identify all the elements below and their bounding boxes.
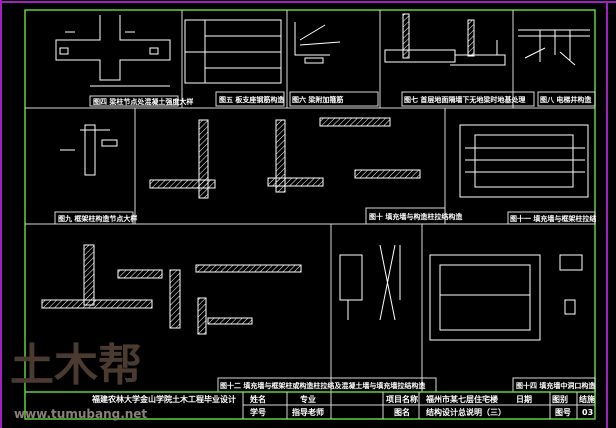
detail-fig9: 图九 框架柱构造节点大样	[54, 124, 137, 225]
caption-fig14: 图十四 填充墙中洞口构造	[516, 381, 596, 390]
caption-fig8: 图八 电梯井构造	[540, 95, 592, 104]
caption-fig11: 图十一 填充墙与框架柱拉结	[510, 214, 596, 223]
category-label: 图别	[552, 395, 568, 404]
detail-fig10: 图十 填充墙与构造柱拉结构造	[149, 117, 463, 225]
caption-fig4: 图四 梁柱节点处混凝土强度大样	[93, 97, 193, 106]
caption-fig6: 图六 梁附加箍筋	[292, 95, 343, 104]
caption-fig7: 图七 首层地面隔墙下无地梁时地基处理	[404, 95, 525, 104]
caption-fig12: 图十二 填充墙与框架柱或构造柱拉结及混凝土墙与填充墙拉结构造	[220, 381, 426, 390]
detail-fig14: 图十四 填充墙中洞口构造	[429, 254, 596, 393]
drawing-name-value: 结构设计总说明（三）	[426, 407, 506, 417]
school-course-label: 福建农林大学金山学院土木工程毕业设计	[91, 394, 236, 404]
title-block: 福建农林大学金山学院土木工程毕业设计 姓名 专业 学号 指导老师 项目名称 福州…	[25, 391, 595, 419]
student-id-label: 学号	[250, 407, 266, 417]
project-name-label: 项目名称	[386, 394, 418, 404]
category-value: 结施	[579, 394, 595, 404]
detail-fig8: 图八 电梯井构造	[518, 29, 596, 107]
detail-fig5: 图五 板支座钢筋构造	[184, 19, 285, 107]
major-label: 专业	[300, 394, 316, 404]
advisor-label: 指导老师	[292, 407, 324, 417]
watermark: 土木帮 www.tumubang.net	[10, 340, 147, 421]
project-name-value: 福州市某七层住宅楼	[425, 394, 498, 404]
detail-fig4: 图四 梁柱节点处混凝土强度大样	[55, 15, 193, 107]
drawing-no-label: 图号	[555, 408, 571, 417]
caption-fig5: 图五 板支座钢筋构造	[219, 95, 285, 104]
drawing-no-value: 03	[582, 408, 593, 417]
detail-fig7: 图七 首层地面隔墙下无地梁时地基处理	[384, 13, 535, 107]
detail-fig11: 图十一 填充墙与框架柱拉结	[459, 124, 596, 225]
date-label: 日期	[516, 394, 532, 404]
name-label: 姓名	[249, 394, 266, 404]
caption-fig9: 图九 框架柱构造节点大样	[58, 214, 137, 223]
watermark-url: www.tumubang.net	[14, 407, 147, 421]
drawing-name-label: 图名	[394, 407, 410, 417]
watermark-logo: 土木帮	[10, 340, 142, 391]
layout-grid	[25, 10, 595, 392]
detail-fig12: 图十二 填充墙与框架柱或构造柱拉结及混凝土墙与填充墙拉结构造	[41, 244, 437, 393]
caption-fig10: 图十 填充墙与构造柱拉结构造	[369, 212, 463, 221]
detail-fig6: 图六 梁附加箍筋	[289, 22, 379, 107]
